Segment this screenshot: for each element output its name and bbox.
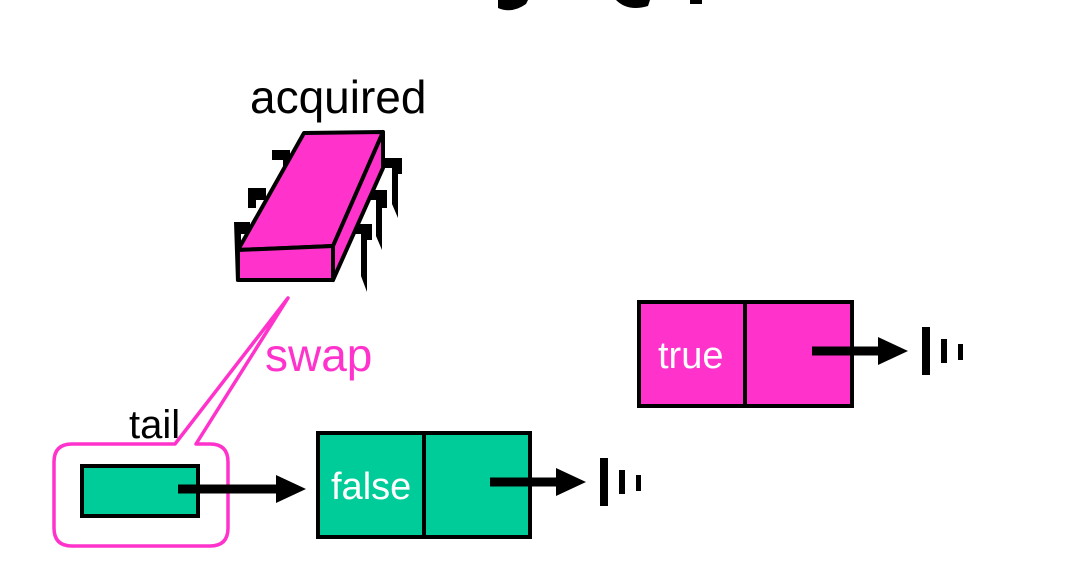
tail-node-value-cell <box>316 431 426 539</box>
tail-node-value: false <box>331 466 411 508</box>
null-ground-icon <box>922 327 963 375</box>
tail-node: false <box>316 431 586 539</box>
clipped-title-fragment <box>498 0 702 11</box>
free-node-value: true <box>658 335 723 377</box>
chip-front-face <box>236 244 335 282</box>
acquired-label: acquired <box>250 71 426 123</box>
null-ground-icon <box>600 458 641 506</box>
chip-side-face <box>331 130 385 282</box>
tail-label: tail <box>129 403 180 447</box>
tail-arrow <box>178 475 306 503</box>
swap-label: swap <box>265 329 372 381</box>
swap-callout-outline <box>52 296 290 548</box>
lock-chip-icon <box>234 130 402 292</box>
free-node: true <box>637 300 908 408</box>
